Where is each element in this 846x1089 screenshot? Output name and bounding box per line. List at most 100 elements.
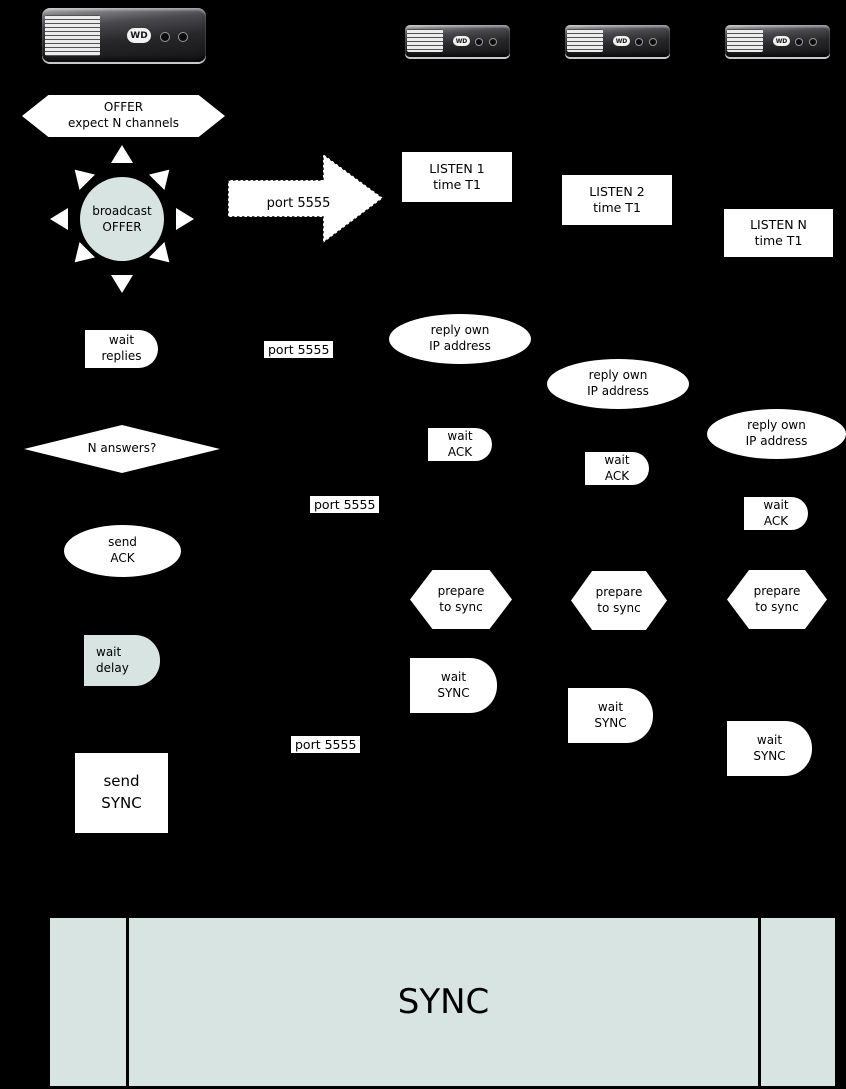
- wait-ack-n-line1: wait: [763, 497, 789, 512]
- wait-sync-n-line2: SYNC: [753, 748, 786, 763]
- wait-ack-2-line1: wait: [604, 452, 630, 467]
- wait-replies-line2: replies: [101, 349, 142, 363]
- sync-bar-right-cell: [758, 918, 835, 1086]
- device-led-icon: [809, 38, 817, 46]
- sun-ray-icon: [50, 208, 68, 230]
- listen-2-line1: LISTEN 2: [589, 183, 645, 199]
- arrow-port-label: port 5555: [266, 196, 331, 211]
- send-ack-line1: send: [108, 535, 137, 550]
- sync-bar-label: SYNC: [397, 982, 490, 1022]
- send-sync-line2: SYNC: [101, 794, 142, 812]
- broadcast-arrow: port 5555: [226, 150, 386, 247]
- listen-1-line2: time T1: [433, 177, 481, 192]
- broadcast-line2: OFFER: [102, 220, 142, 234]
- wd-logo: WD: [453, 36, 470, 46]
- reply-2-line2: IP address: [587, 384, 649, 398]
- broadcast-offer-node: broadcast OFFER: [80, 177, 164, 261]
- sun-ray-icon: [176, 208, 194, 230]
- port-label-2: port 5555: [310, 496, 380, 513]
- wait-sync-1: wait SYNC: [410, 658, 497, 713]
- prepare-hexagon-n: prepare to sync: [727, 570, 827, 629]
- reply-n-line1: reply own: [747, 418, 806, 433]
- offer-line1: OFFER: [103, 100, 144, 115]
- sync-bar-left-cell: [50, 918, 129, 1086]
- reply-ellipse-n: reply own IP address: [707, 409, 846, 459]
- wait-sync-1-line1: wait: [440, 669, 467, 684]
- n-answers-decision: N answers?: [24, 425, 220, 473]
- listen-n-line2: time T1: [754, 233, 803, 248]
- device-channel-n: WD: [725, 25, 830, 57]
- send-sync-line1: send: [103, 772, 140, 791]
- send-ack-line2: ACK: [110, 551, 135, 565]
- prepare-2-line1: prepare: [595, 584, 643, 599]
- prepare-1-line2: to sync: [439, 599, 483, 614]
- wd-logo: WD: [613, 36, 630, 46]
- listen-box-1: LISTEN 1 time T1: [402, 152, 512, 202]
- reply-n-line2: IP address: [745, 434, 808, 448]
- n-answers-label: N answers?: [87, 441, 157, 456]
- sun-ray-icon: [149, 162, 177, 190]
- device-sticker: [567, 29, 603, 52]
- prepare-n-line1: prepare: [753, 583, 801, 598]
- sun-ray-icon: [67, 162, 95, 190]
- wait-sync-2-line1: wait: [597, 699, 624, 714]
- wait-sync-n: wait SYNC: [727, 721, 812, 776]
- wait-ack-1-line2: ACK: [447, 444, 473, 459]
- wait-sync-2-line2: SYNC: [594, 715, 627, 730]
- wait-delay-line2: delay: [96, 660, 129, 675]
- reply-1-line2: IP address: [429, 339, 491, 353]
- wait-sync-2: wait SYNC: [568, 688, 653, 743]
- wd-logo: WD: [773, 36, 790, 46]
- port-label-1: port 5555: [264, 341, 334, 358]
- offer-line2: expect N channels: [68, 116, 179, 130]
- device-sticker: [407, 29, 443, 52]
- device-led-icon: [635, 38, 643, 46]
- broadcast-sun: broadcast OFFER: [48, 143, 196, 295]
- device-led-icon: [489, 38, 497, 46]
- device-sticker: [727, 29, 763, 52]
- device-master-sticker: [45, 15, 100, 56]
- device-led-icon: [649, 38, 657, 46]
- reply-1-line1: reply own: [430, 323, 490, 338]
- port-label-3: port 5555: [291, 736, 361, 753]
- wait-ack-2: wait ACK: [585, 452, 649, 485]
- device-led-icon: [178, 32, 188, 42]
- device-led-icon: [795, 38, 803, 46]
- wait-replies-node: wait replies: [85, 330, 158, 368]
- wait-sync-1-line2: SYNC: [437, 685, 470, 700]
- device-led-icon: [160, 32, 170, 42]
- wd-logo: WD: [127, 28, 151, 43]
- prepare-1-line1: prepare: [437, 583, 485, 598]
- sync-bar-middle-cell: SYNC: [129, 918, 758, 1086]
- wait-delay-line1: wait: [96, 644, 122, 659]
- sun-ray-icon: [111, 275, 133, 293]
- reply-ellipse-1: reply own IP address: [389, 314, 531, 364]
- listen-2-line2: time T1: [593, 200, 641, 215]
- listen-box-n: LISTEN N time T1: [724, 209, 833, 257]
- prepare-2-line2: to sync: [597, 600, 641, 615]
- right-arrow-icon: [227, 152, 385, 245]
- listen-box-2: LISTEN 2 time T1: [562, 175, 672, 225]
- wait-ack-2-line2: ACK: [604, 468, 630, 483]
- prepare-hexagon-2: prepare to sync: [571, 571, 667, 630]
- broadcast-line1: broadcast: [92, 203, 152, 218]
- reply-ellipse-2: reply own IP address: [547, 359, 689, 409]
- device-master: WD: [42, 8, 206, 62]
- wait-ack-1: wait ACK: [428, 428, 492, 461]
- device-channel-2: WD: [565, 25, 670, 57]
- prepare-hexagon-1: prepare to sync: [410, 570, 512, 629]
- wait-sync-n-line1: wait: [756, 732, 783, 747]
- wait-replies-line1: wait: [108, 333, 135, 348]
- device-led-icon: [475, 38, 483, 46]
- wait-delay-node: wait delay: [84, 635, 160, 686]
- send-sync-node: send SYNC: [75, 753, 168, 833]
- send-ack-node: send ACK: [64, 525, 181, 577]
- listen-n-line1: LISTEN N: [750, 216, 807, 232]
- wait-ack-1-line1: wait: [447, 428, 473, 443]
- sync-timeline-bar: SYNC: [50, 918, 835, 1086]
- sun-ray-icon: [111, 145, 133, 163]
- wait-ack-n: wait ACK: [744, 497, 808, 530]
- prepare-n-line2: to sync: [755, 599, 799, 614]
- device-channel-1: WD: [405, 25, 510, 57]
